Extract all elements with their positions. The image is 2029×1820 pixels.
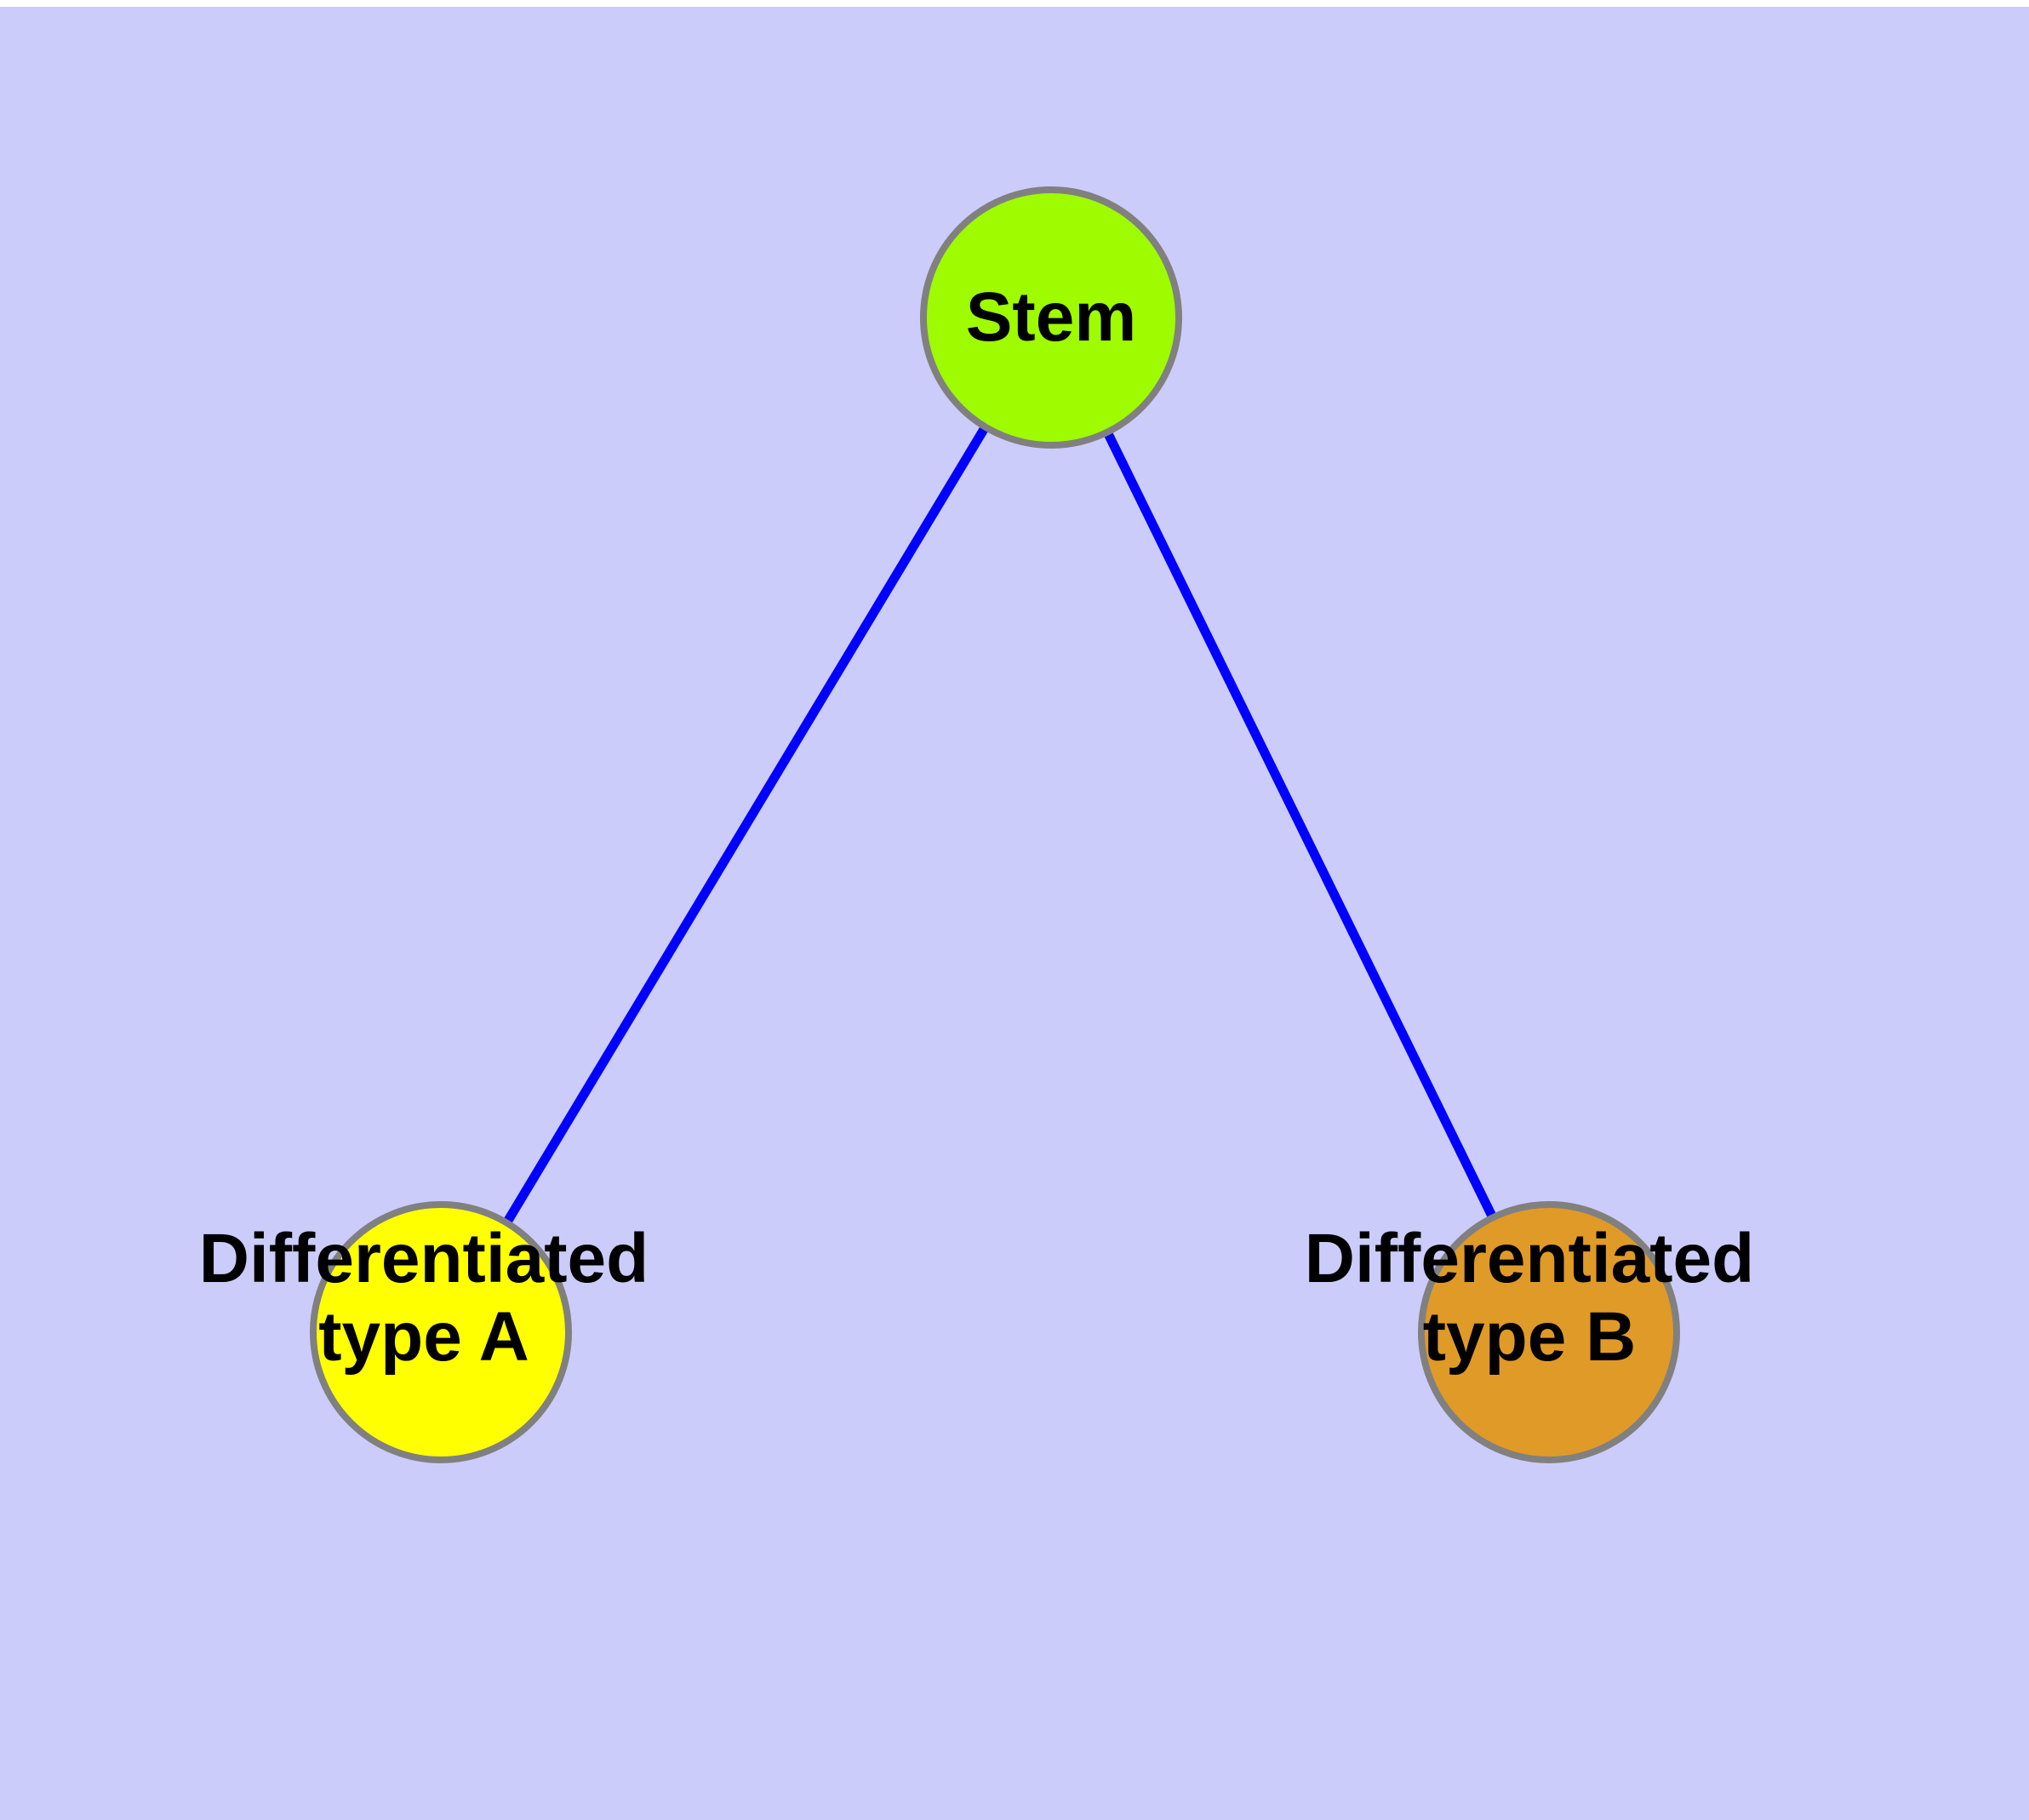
differentiated-type-a-node-circle[interactable] xyxy=(310,1201,572,1463)
differentiated-type-b-node-label-line-1: type B xyxy=(1423,1298,1637,1376)
differentiated-type-a-node-label-line-0: Differentiated xyxy=(199,1220,649,1297)
differentiated-type-b-node-label-line-0: Differentiated xyxy=(1305,1220,1755,1297)
stem-cell-node-label: Stem xyxy=(966,278,1137,356)
edge-stem-to-type-b[interactable] xyxy=(1047,315,1553,1335)
stem-cell-node-label-line-0: Stem xyxy=(966,278,1137,356)
edge-stem-to-type-a[interactable] xyxy=(437,315,1055,1335)
differentiated-type-a-node[interactable] xyxy=(310,1201,572,1463)
edge-layer xyxy=(437,315,1553,1335)
differentiated-type-b-node-circle[interactable] xyxy=(1418,1201,1680,1463)
stem-cell-node-circle[interactable] xyxy=(920,186,1182,449)
differentiated-type-a-node-label-line-1: type A xyxy=(318,1298,529,1376)
stem-cell-node[interactable] xyxy=(920,186,1182,449)
differentiated-type-b-node[interactable] xyxy=(1418,1201,1680,1463)
